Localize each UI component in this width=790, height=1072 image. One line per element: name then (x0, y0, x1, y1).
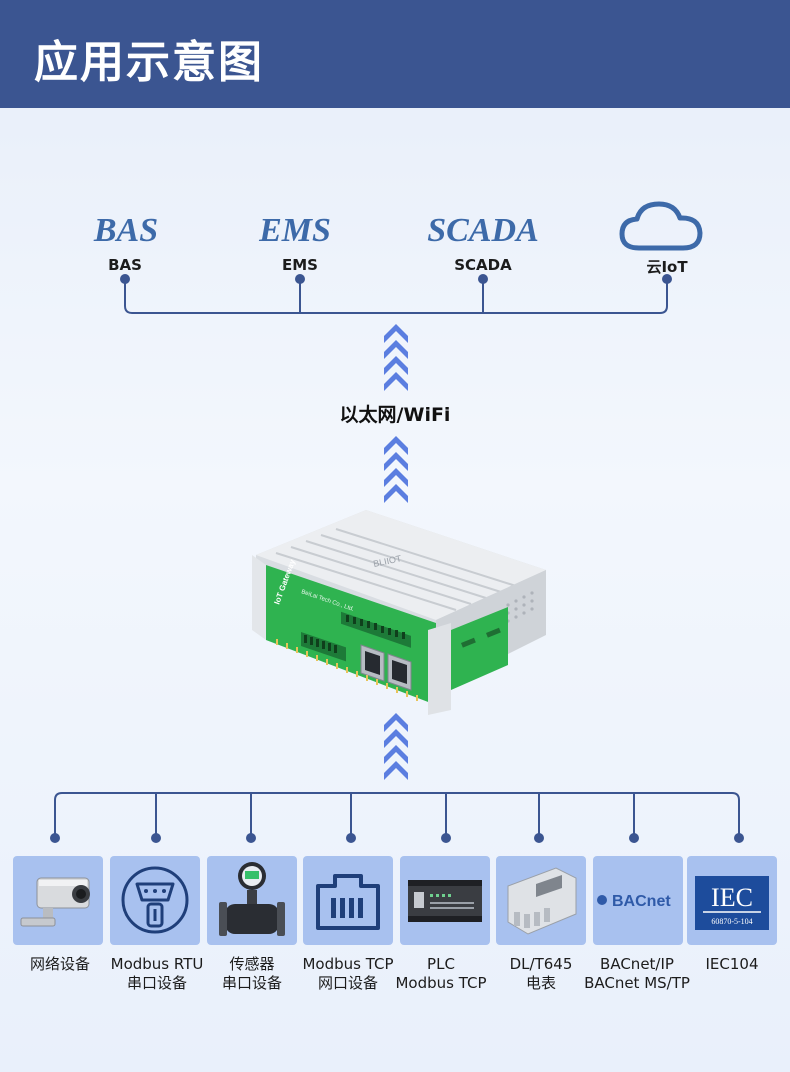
arrow-chevron (384, 372, 408, 391)
bacnet-logo-text: BACnet (612, 893, 671, 910)
arrow-chevron (384, 468, 408, 487)
connector-dot (478, 274, 488, 284)
device-card-camera (13, 856, 103, 945)
connector-dot (295, 274, 305, 284)
camera-icon (20, 877, 90, 927)
arrow-chevron (384, 745, 408, 764)
connector-dot (50, 833, 60, 843)
gateway-device-image: BLIIOT IoT Gateway BeiLai Tech Co., Ltd. (252, 510, 546, 715)
device-label-iec104: IEC104 (705, 955, 759, 973)
device-card-iec: IEC 60870-5-104 (687, 856, 777, 945)
system-label-ems: EMS (282, 256, 318, 274)
iec-logo-icon: IEC 60870-5-104 (695, 876, 769, 930)
connector-dot (246, 833, 256, 843)
scada-logo-text: SCADA (427, 212, 539, 249)
iec-logo-text: IEC (711, 883, 753, 912)
system-label-scada: SCADA (454, 256, 512, 274)
device-card-plc (400, 856, 490, 945)
arrow-chevron (384, 356, 408, 375)
arrow-chevron (384, 436, 408, 455)
device-card-bacnet: BACnet (593, 856, 683, 945)
arrow-chevron (384, 324, 408, 343)
connector-dot (346, 833, 356, 843)
page-title: 应用示意图 (34, 37, 264, 88)
arrow-chevron (384, 713, 408, 732)
device-label-network: 网络设备 (29, 955, 90, 973)
arrow-chevron (384, 761, 408, 780)
device-card-sensor (207, 856, 297, 945)
connector-dot (151, 833, 161, 843)
connector-dot (534, 833, 544, 843)
connector-dot (734, 833, 744, 843)
connector-dot (662, 274, 672, 284)
upward-arrows (384, 324, 408, 780)
device-card-ethernet (303, 856, 393, 945)
iec-logo-subtext: 60870-5-104 (711, 917, 752, 926)
bacnet-logo-icon: BACnet (597, 893, 671, 910)
connector-dot (441, 833, 451, 843)
cloud-icon (619, 201, 703, 251)
link-label: 以太网/WiFi (339, 404, 451, 426)
ethernet-port-icon (316, 874, 380, 930)
device-card-serial (110, 856, 200, 945)
flow-meter-icon (219, 862, 285, 936)
arrow-chevron (384, 340, 408, 359)
device-card-meter (496, 856, 586, 945)
header-bar: 应用示意图 (0, 0, 790, 108)
system-label-cloud: 云IoT (646, 258, 688, 276)
connector-dot (629, 833, 639, 843)
arrow-chevron (384, 729, 408, 748)
plc-icon (408, 880, 482, 922)
bas-logo-text: BAS (93, 212, 159, 249)
electric-meter-icon (507, 867, 577, 935)
connector-dot (120, 274, 130, 284)
device-label-sensor: 传感器串口设备 (221, 955, 282, 992)
serial-port-icon (121, 866, 189, 934)
arrow-chevron (384, 484, 408, 503)
ethernet-ports (360, 644, 412, 691)
ems-logo-text: EMS (259, 212, 331, 249)
system-label-bas: BAS (108, 256, 142, 274)
arrow-chevron (384, 452, 408, 471)
